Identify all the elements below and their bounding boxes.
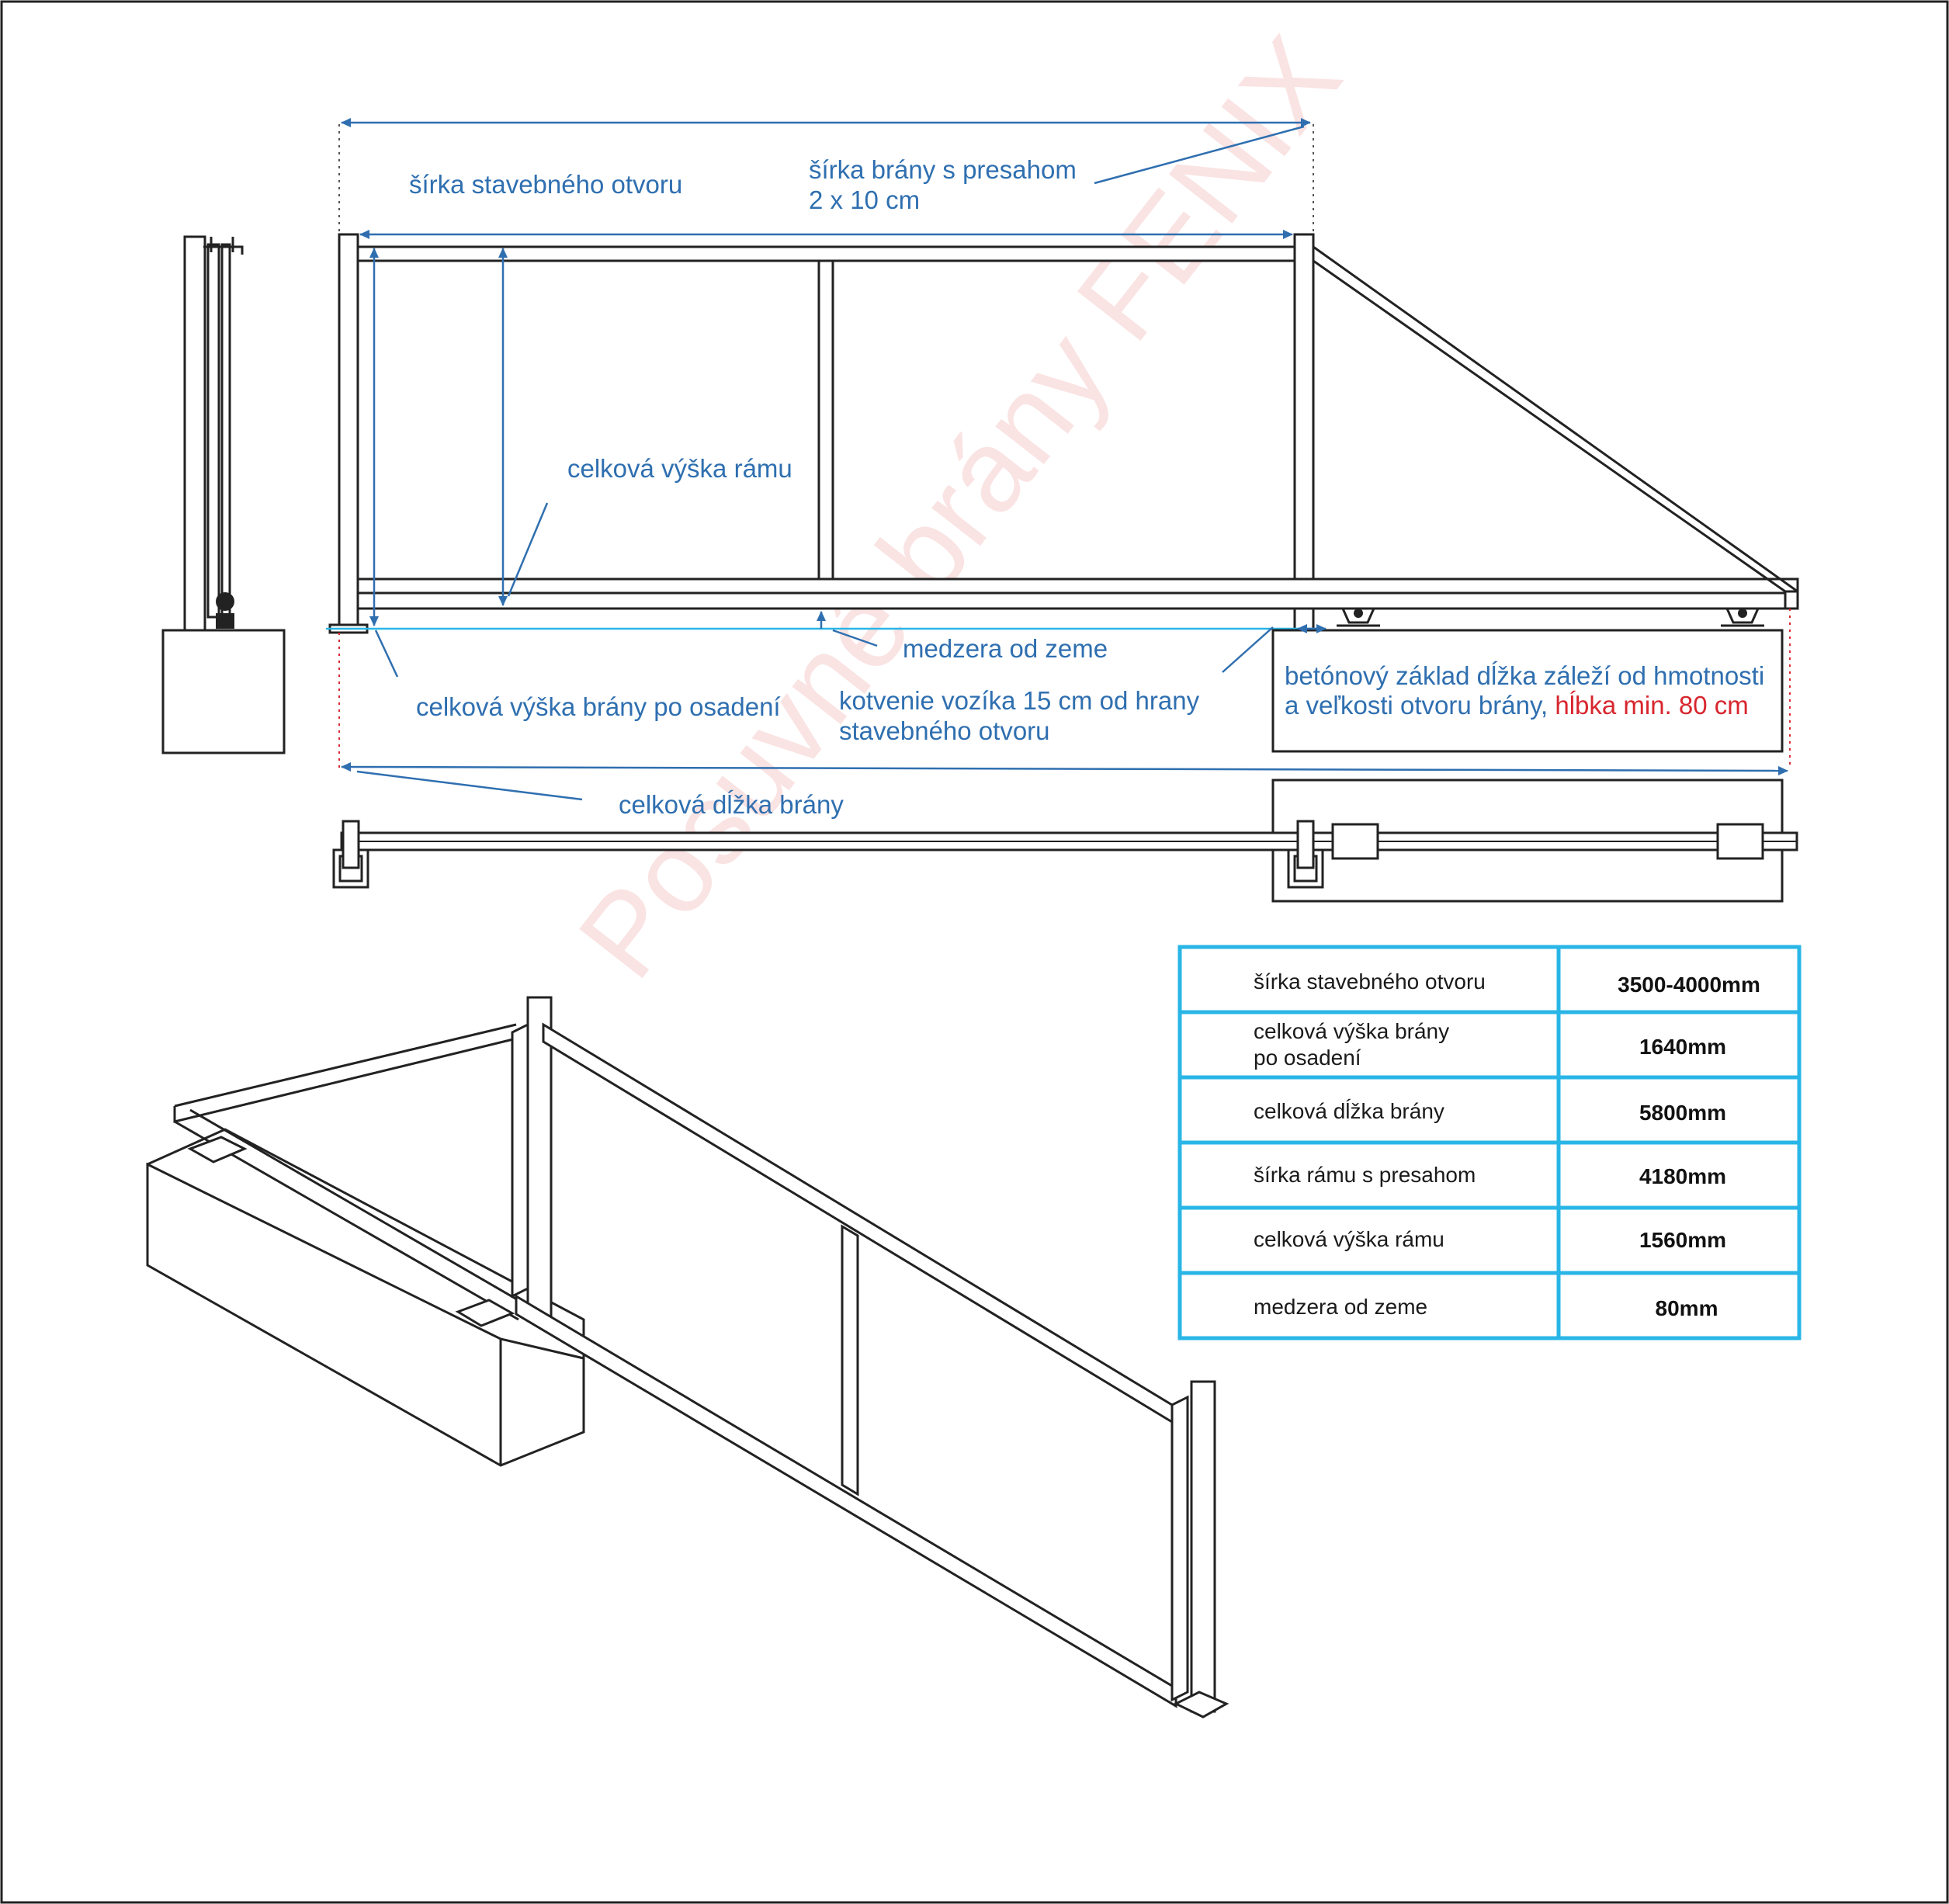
front-trolley-2 [1721, 607, 1764, 627]
side-view [161, 235, 286, 754]
table-row-name: celková výška rámu [1254, 1227, 1444, 1251]
label-foundation-line2: a veľkosti otvoru brány, hĺbka min. 80 c… [1285, 690, 1749, 720]
label-anchor-line1: kotvenie vozíka 15 cm od hrany [839, 686, 1200, 715]
table-row-name: šírka stavebného otvoru [1254, 969, 1486, 994]
dimension-lines [338, 118, 1791, 801]
label-total-length: celková dĺžka brány [619, 789, 844, 819]
label-ground-gap: medzera od zeme [903, 634, 1108, 663]
iso-bottom-rail [515, 1294, 1177, 1708]
table-row-value: 3500-4000mm [1618, 973, 1760, 997]
side-foundation-block [161, 629, 286, 754]
isometric-view [146, 996, 1229, 1718]
table-row-name: medzera od zeme [1254, 1295, 1427, 1319]
side-trolley-wheel [216, 592, 234, 611]
front-foundation-block [1271, 629, 1784, 753]
front-left-post [338, 233, 359, 632]
side-post [183, 235, 206, 634]
iso-left-post-2 [526, 996, 553, 1321]
label-gate-height-installed: celková výška brány po osadení [416, 692, 781, 721]
front-trolley-1 [1337, 607, 1380, 627]
side-gate-profile [206, 243, 220, 619]
table-row-name: celková výška brány [1254, 1019, 1449, 1043]
iso-left-post-1 [511, 1022, 529, 1299]
iso-counterweight-tail [173, 1023, 536, 1321]
iso-right-base-plate [1173, 1691, 1229, 1718]
iso-right-post-2 [1190, 1380, 1216, 1713]
table-row-value: 1640mm [1639, 1035, 1726, 1059]
front-counterweight-diagonal [1313, 245, 1798, 593]
front-bottom-rail [356, 577, 1799, 595]
labels: šírka stavebného otvoru šírka brány s pr… [409, 155, 1764, 819]
plan-trolley-2 [1716, 823, 1764, 860]
table-row-name: celková dĺžka brány [1254, 1098, 1444, 1123]
label-foundation-depth: hĺbka min. 80 cm [1555, 690, 1748, 720]
iso-trolley-2 [455, 1299, 515, 1327]
side-guide-roller [203, 237, 244, 255]
label-gate-width-line1: šírka brány s presahom [809, 155, 1077, 184]
iso-trolley-1 [187, 1136, 248, 1164]
top-view [332, 779, 1798, 903]
iso-right-post-1 [1170, 1395, 1189, 1702]
label-foundation-line1: betónový základ dĺžka záleží od hmotnost… [1285, 661, 1764, 690]
table-row-name: po osadení [1254, 1046, 1361, 1070]
table-row-name: šírka rámu s presahom [1254, 1163, 1476, 1187]
front-right-post [1293, 233, 1315, 632]
label-anchor-line2: stavebného otvoru [839, 716, 1050, 745]
table-row-value: 1560mm [1639, 1228, 1726, 1252]
front-middle-post [817, 259, 834, 581]
table-row-value: 80mm [1656, 1296, 1718, 1320]
label-gate-width-line2: 2 x 10 cm [809, 186, 920, 214]
front-view [326, 233, 1799, 753]
plan-trolley-1 [1331, 823, 1379, 860]
front-top-rail [356, 245, 1296, 262]
dim-total-length [341, 762, 1788, 775]
table-row-value: 5800mm [1639, 1101, 1726, 1125]
spec-table: šírka stavebného otvoru 3500-4000mm celk… [1177, 945, 1802, 1340]
iso-middle-post [841, 1224, 859, 1496]
front-main-beam [356, 591, 1799, 610]
label-opening-width: šírka stavebného otvoru [409, 170, 682, 199]
label-frame-height: celková výška rámu [567, 454, 792, 483]
table-row-value: 4180mm [1639, 1164, 1726, 1188]
